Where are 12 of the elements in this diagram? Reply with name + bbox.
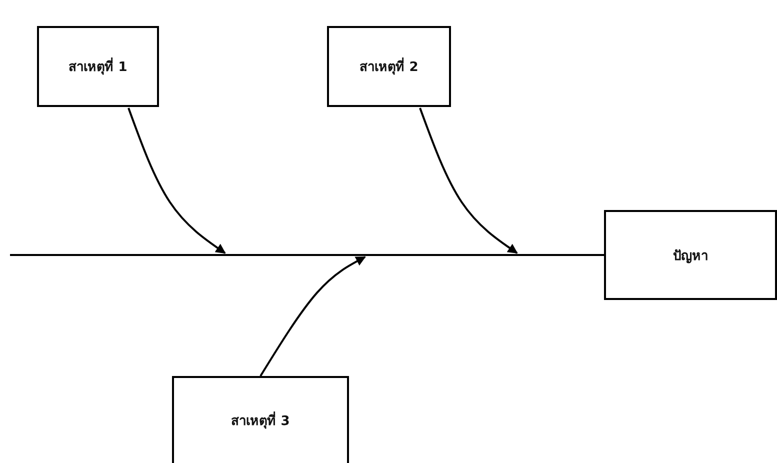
process-box — [172, 376, 349, 463]
box-label: ปัญหา — [673, 248, 708, 266]
spine-line — [10, 254, 604, 256]
arrow — [260, 256, 366, 377]
box-label: สาเหตุที่ 2 — [360, 56, 418, 77]
arrow — [419, 108, 518, 254]
box-label: สาเหตุที่ 1 — [68, 56, 128, 77]
process-box — [37, 26, 159, 107]
arrow — [128, 108, 226, 254]
process-box — [604, 210, 777, 300]
process-box — [327, 26, 451, 107]
box-label: สาเหตุที่ 3 — [231, 410, 290, 431]
